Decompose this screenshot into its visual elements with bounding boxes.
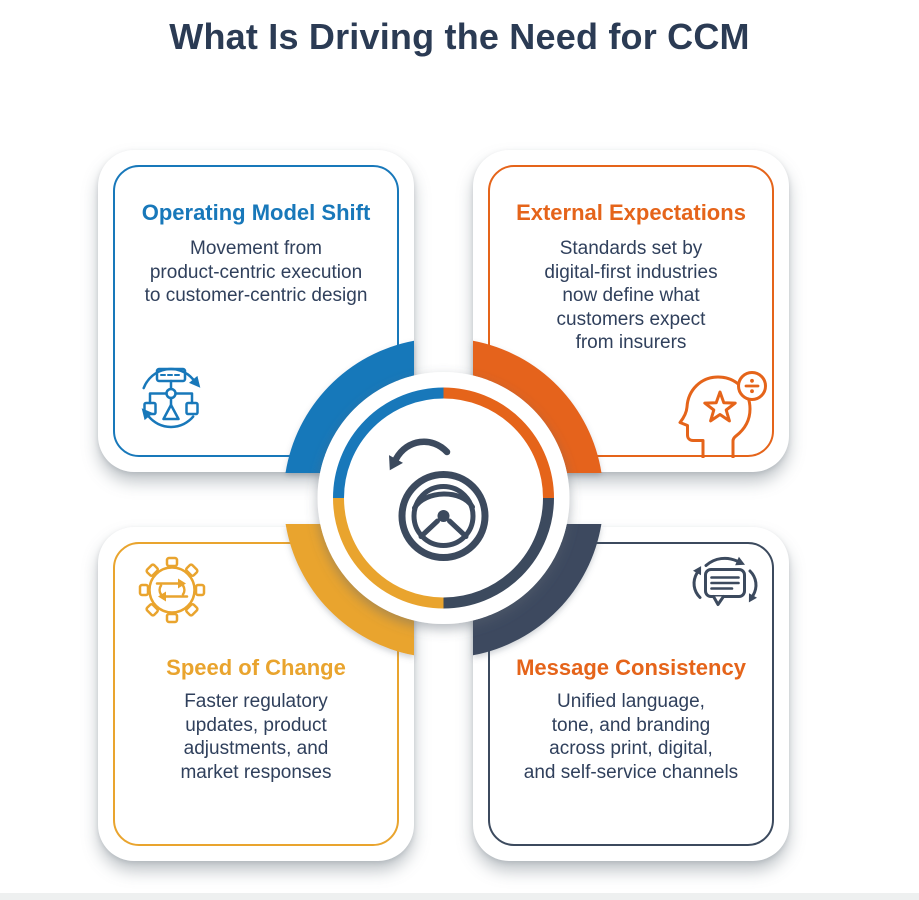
broadcast-arrow-left — [692, 571, 702, 599]
gear-body — [148, 566, 196, 614]
wheel-inner-rim — [411, 484, 476, 548]
card-body: Standards set by digital-first industrie… — [473, 237, 789, 355]
flow-branches — [148, 392, 194, 407]
card-border — [113, 542, 399, 846]
wheel-top-curve — [412, 491, 475, 511]
card-operating-model-shift: Operating Model Shift Movement from prod… — [98, 150, 414, 472]
broadcast-arrow-top — [704, 556, 739, 567]
body-line: product-centric execution — [149, 261, 363, 283]
broadcast-arrowhead-left — [693, 566, 702, 576]
divide-dot-bottom — [750, 389, 754, 394]
head-profile — [678, 375, 752, 458]
gear-teeth — [138, 556, 206, 624]
card-title: Speed of Change — [166, 655, 346, 680]
body-line: across print, digital, — [549, 738, 713, 759]
body-line: tone, and branding — [551, 714, 711, 736]
footer-bar — [0, 893, 919, 900]
flow-square-left — [143, 401, 157, 416]
card-speed-of-change: Speed of Change Faster regulatory update… — [98, 527, 414, 861]
card-border — [488, 542, 774, 846]
body-line: adjustments, and — [183, 738, 329, 759]
sync-arc-left — [158, 584, 163, 596]
card-title: Operating Model Shift — [141, 200, 371, 225]
card-border — [113, 165, 399, 457]
wheel-spoke-left — [418, 518, 440, 539]
flow-square-right — [185, 401, 199, 416]
body-line: market responses — [180, 761, 332, 783]
body-line: to customer-centric design — [144, 285, 368, 306]
card-title: External Expectations — [516, 200, 746, 225]
card-body: Unified language, tone, and branding acr… — [473, 690, 789, 784]
wheel-spoke-right — [447, 518, 469, 539]
card-body: Movement from product-centric execution … — [98, 237, 414, 308]
speech-bubble-tail — [712, 595, 725, 606]
broadcast-arrowhead-right — [748, 593, 757, 603]
broadcast-arrowhead-top — [735, 556, 745, 566]
card-title: Message Consistency — [516, 655, 746, 680]
body-line: Unified language, — [557, 691, 705, 712]
flow-triangle-node — [162, 403, 180, 421]
broadcast-arrow-right — [748, 569, 758, 597]
body-line: now define what — [562, 285, 700, 306]
body-line: Movement from — [190, 238, 322, 259]
head-star-badge-icon — [678, 371, 767, 458]
card-border — [488, 165, 774, 457]
cycle-arc-bottom — [147, 415, 195, 429]
page-title: What Is Driving the Need for CCM — [169, 16, 750, 57]
card-message-consistency: Message Consistency Unified language, to… — [473, 527, 789, 861]
speech-bubble-broadcast-icon — [692, 556, 758, 606]
body-line: Faster regulatory — [184, 691, 328, 712]
card-body: Faster regulatory updates, product adjus… — [98, 690, 414, 784]
body-line: Standards set by — [559, 238, 703, 259]
sync-arrowhead-right — [178, 578, 186, 589]
wheel-hub — [437, 510, 450, 522]
body-line: updates, product — [185, 714, 327, 736]
body-line: from insurers — [575, 332, 687, 353]
sync-arrowhead-left — [158, 591, 166, 602]
body-line: digital-first industries — [544, 261, 718, 283]
star-outline — [703, 390, 737, 423]
cycle-arrowhead-right — [189, 375, 201, 388]
card-external-expectations: External Expectations Standards set by d… — [473, 150, 789, 472]
flow-circle-node — [165, 387, 177, 400]
body-line: and self-service channels — [523, 761, 739, 783]
divide-dot-top — [750, 378, 754, 383]
sync-arc-right — [181, 584, 186, 596]
speech-text-lines — [710, 576, 740, 590]
gear-sync-arrows-icon — [138, 556, 206, 624]
process-flow-cycle-icon — [141, 367, 201, 429]
body-line: customers expect — [556, 308, 706, 330]
wheel-outer-rim — [398, 471, 489, 561]
